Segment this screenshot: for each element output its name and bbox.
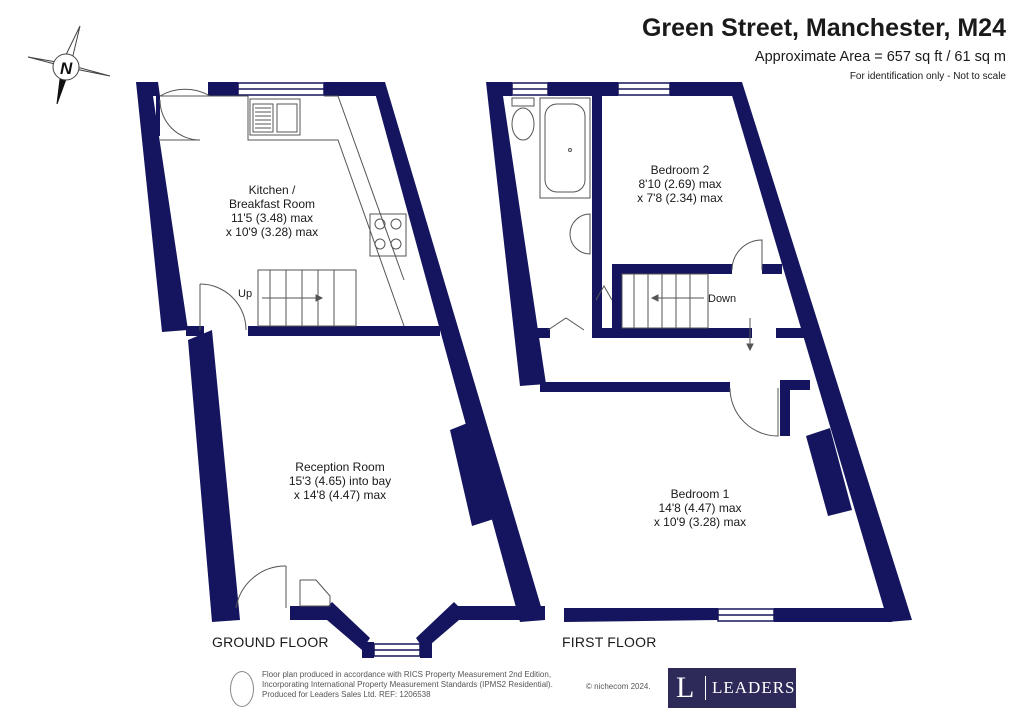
ground-floor-label: GROUND FLOOR	[212, 634, 329, 650]
bedroom1-dim2: x 10'9 (3.28) max	[653, 515, 747, 529]
bedroom1-dim1: 14'8 (4.47) max	[658, 501, 742, 515]
bedroom2-label: Bedroom 2 8'10 (2.69) max x 7'8 (2.34) m…	[637, 163, 723, 205]
kitchen-name2: Breakfast Room	[228, 197, 316, 211]
ground-floor-windows	[237, 82, 457, 657]
ground-floor-walls	[136, 82, 545, 658]
page-title: Green Street, Manchester, M24	[641, 14, 1006, 42]
kitchen-dim2: x 10'9 (3.28) max	[225, 225, 319, 239]
bath-icon	[539, 97, 591, 199]
reception-label: Reception Room 15'3 (4.65) into bay x 14…	[289, 460, 391, 502]
hob-icon	[369, 213, 407, 257]
copyright: © nichecom 2024.	[586, 682, 651, 691]
kitchen-name: Kitchen /	[248, 183, 296, 197]
scale-note: For identification only - Not to scale	[849, 71, 1006, 82]
person-icon	[230, 671, 254, 707]
logo-word: LEADERS	[712, 678, 796, 697]
footer-line2: Incorporating International Property Mea…	[262, 680, 553, 689]
stairs-down-icon	[621, 273, 709, 329]
bedroom2-dim1: 8'10 (2.69) max	[638, 177, 722, 191]
logo-divider	[705, 676, 706, 700]
footer-line3: Produced for Leaders Sales Ltd. REF: 120…	[262, 690, 431, 699]
kitchen-label: Kitchen / Breakfast Room 11'5 (3.48) max…	[226, 183, 318, 239]
first-floor-fixtures	[511, 97, 779, 437]
reception-name: Reception Room	[295, 460, 385, 474]
stairs-down-label: Down	[708, 293, 737, 305]
stairs-up-label: Up	[238, 288, 253, 300]
stairs-up-icon	[257, 269, 357, 327]
toilet-icon	[511, 97, 535, 141]
kitchen-dim1: 11'5 (3.48) max	[230, 211, 314, 225]
basin-icon	[569, 213, 591, 255]
logo-letter: L	[676, 671, 695, 704]
bedroom2-dim2: x 7'8 (2.34) max	[637, 191, 723, 205]
compass-icon: N	[27, 25, 111, 105]
leaders-logo: L LEADERS	[668, 668, 796, 708]
reception-dim2: x 14'8 (4.47) max	[293, 488, 387, 502]
bedroom2-name: Bedroom 2	[650, 163, 710, 177]
sink-icon	[252, 103, 298, 133]
first-floor-windows	[511, 82, 775, 622]
bedroom1-name: Bedroom 1	[670, 487, 730, 501]
ground-floor-fixtures	[159, 88, 407, 609]
footer-disclaimer: Floor plan produced in accordance with R…	[262, 670, 592, 700]
approximate-area: Approximate Area = 657 sq ft / 61 sq m	[754, 49, 1006, 65]
compass-letter: N	[60, 59, 73, 78]
reception-dim1: 15'3 (4.65) into bay	[288, 474, 392, 488]
first-floor-label: FIRST FLOOR	[562, 634, 657, 650]
bedroom1-label: Bedroom 1 14'8 (4.47) max x 10'9 (3.28) …	[654, 487, 746, 529]
footer-line1: Floor plan produced in accordance with R…	[262, 670, 552, 679]
first-floor-walls	[486, 82, 912, 622]
